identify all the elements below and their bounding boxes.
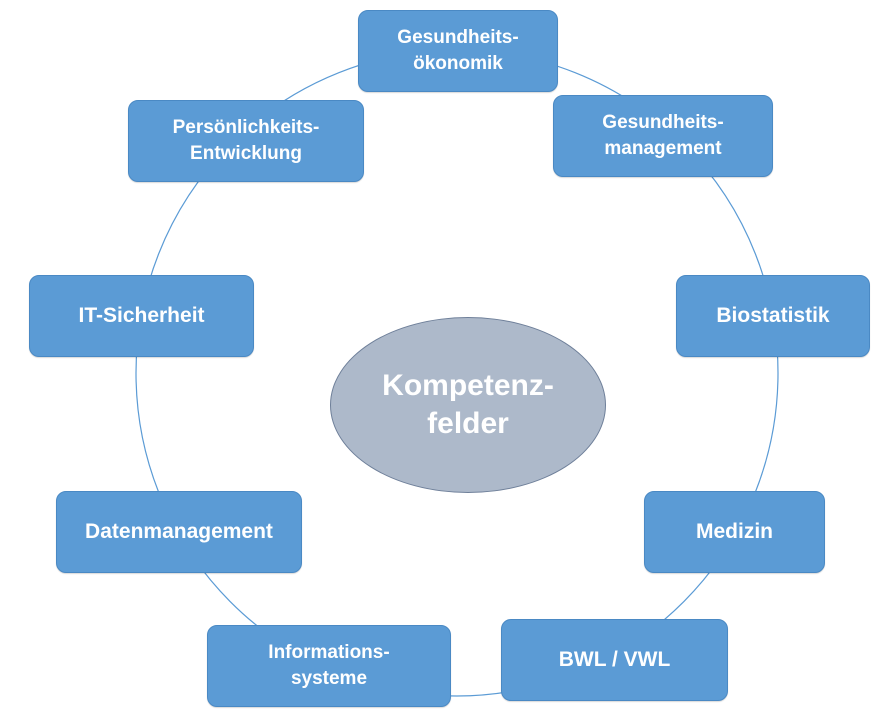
node-medizin: Medizin (644, 491, 825, 573)
node-label: Biostatistik (716, 304, 830, 327)
node-label: Medizin (696, 520, 773, 543)
node-gesundheitsoekonomik: Gesundheits- ökonomik (358, 10, 558, 92)
center-label: Kompetenz- felder (382, 369, 554, 440)
node-label: Persönlichkeits- Entwicklung (172, 117, 320, 164)
node-label: Gesundheits- ökonomik (397, 27, 519, 74)
node-label: BWL / VWL (558, 648, 671, 671)
node-label: Gesundheits- management (602, 112, 724, 159)
node-bwl-vwl: BWL / VWL (501, 619, 728, 701)
node-it-sicherheit: IT-Sicherheit (29, 275, 254, 357)
node-datenmanagement: Datenmanagement (56, 491, 302, 573)
center-ellipse: Kompetenz- felder (330, 317, 606, 493)
node-persoenlichkeitsentwicklung: Persönlichkeits- Entwicklung (128, 100, 364, 182)
node-gesundheitsmanagement: Gesundheits- management (553, 95, 773, 177)
node-label: Datenmanagement (85, 520, 273, 543)
node-label: Informations- systeme (268, 642, 390, 689)
node-informationssysteme: Informations- systeme (207, 625, 451, 707)
node-label: IT-Sicherheit (78, 304, 205, 327)
node-biostatistik: Biostatistik (676, 275, 870, 357)
